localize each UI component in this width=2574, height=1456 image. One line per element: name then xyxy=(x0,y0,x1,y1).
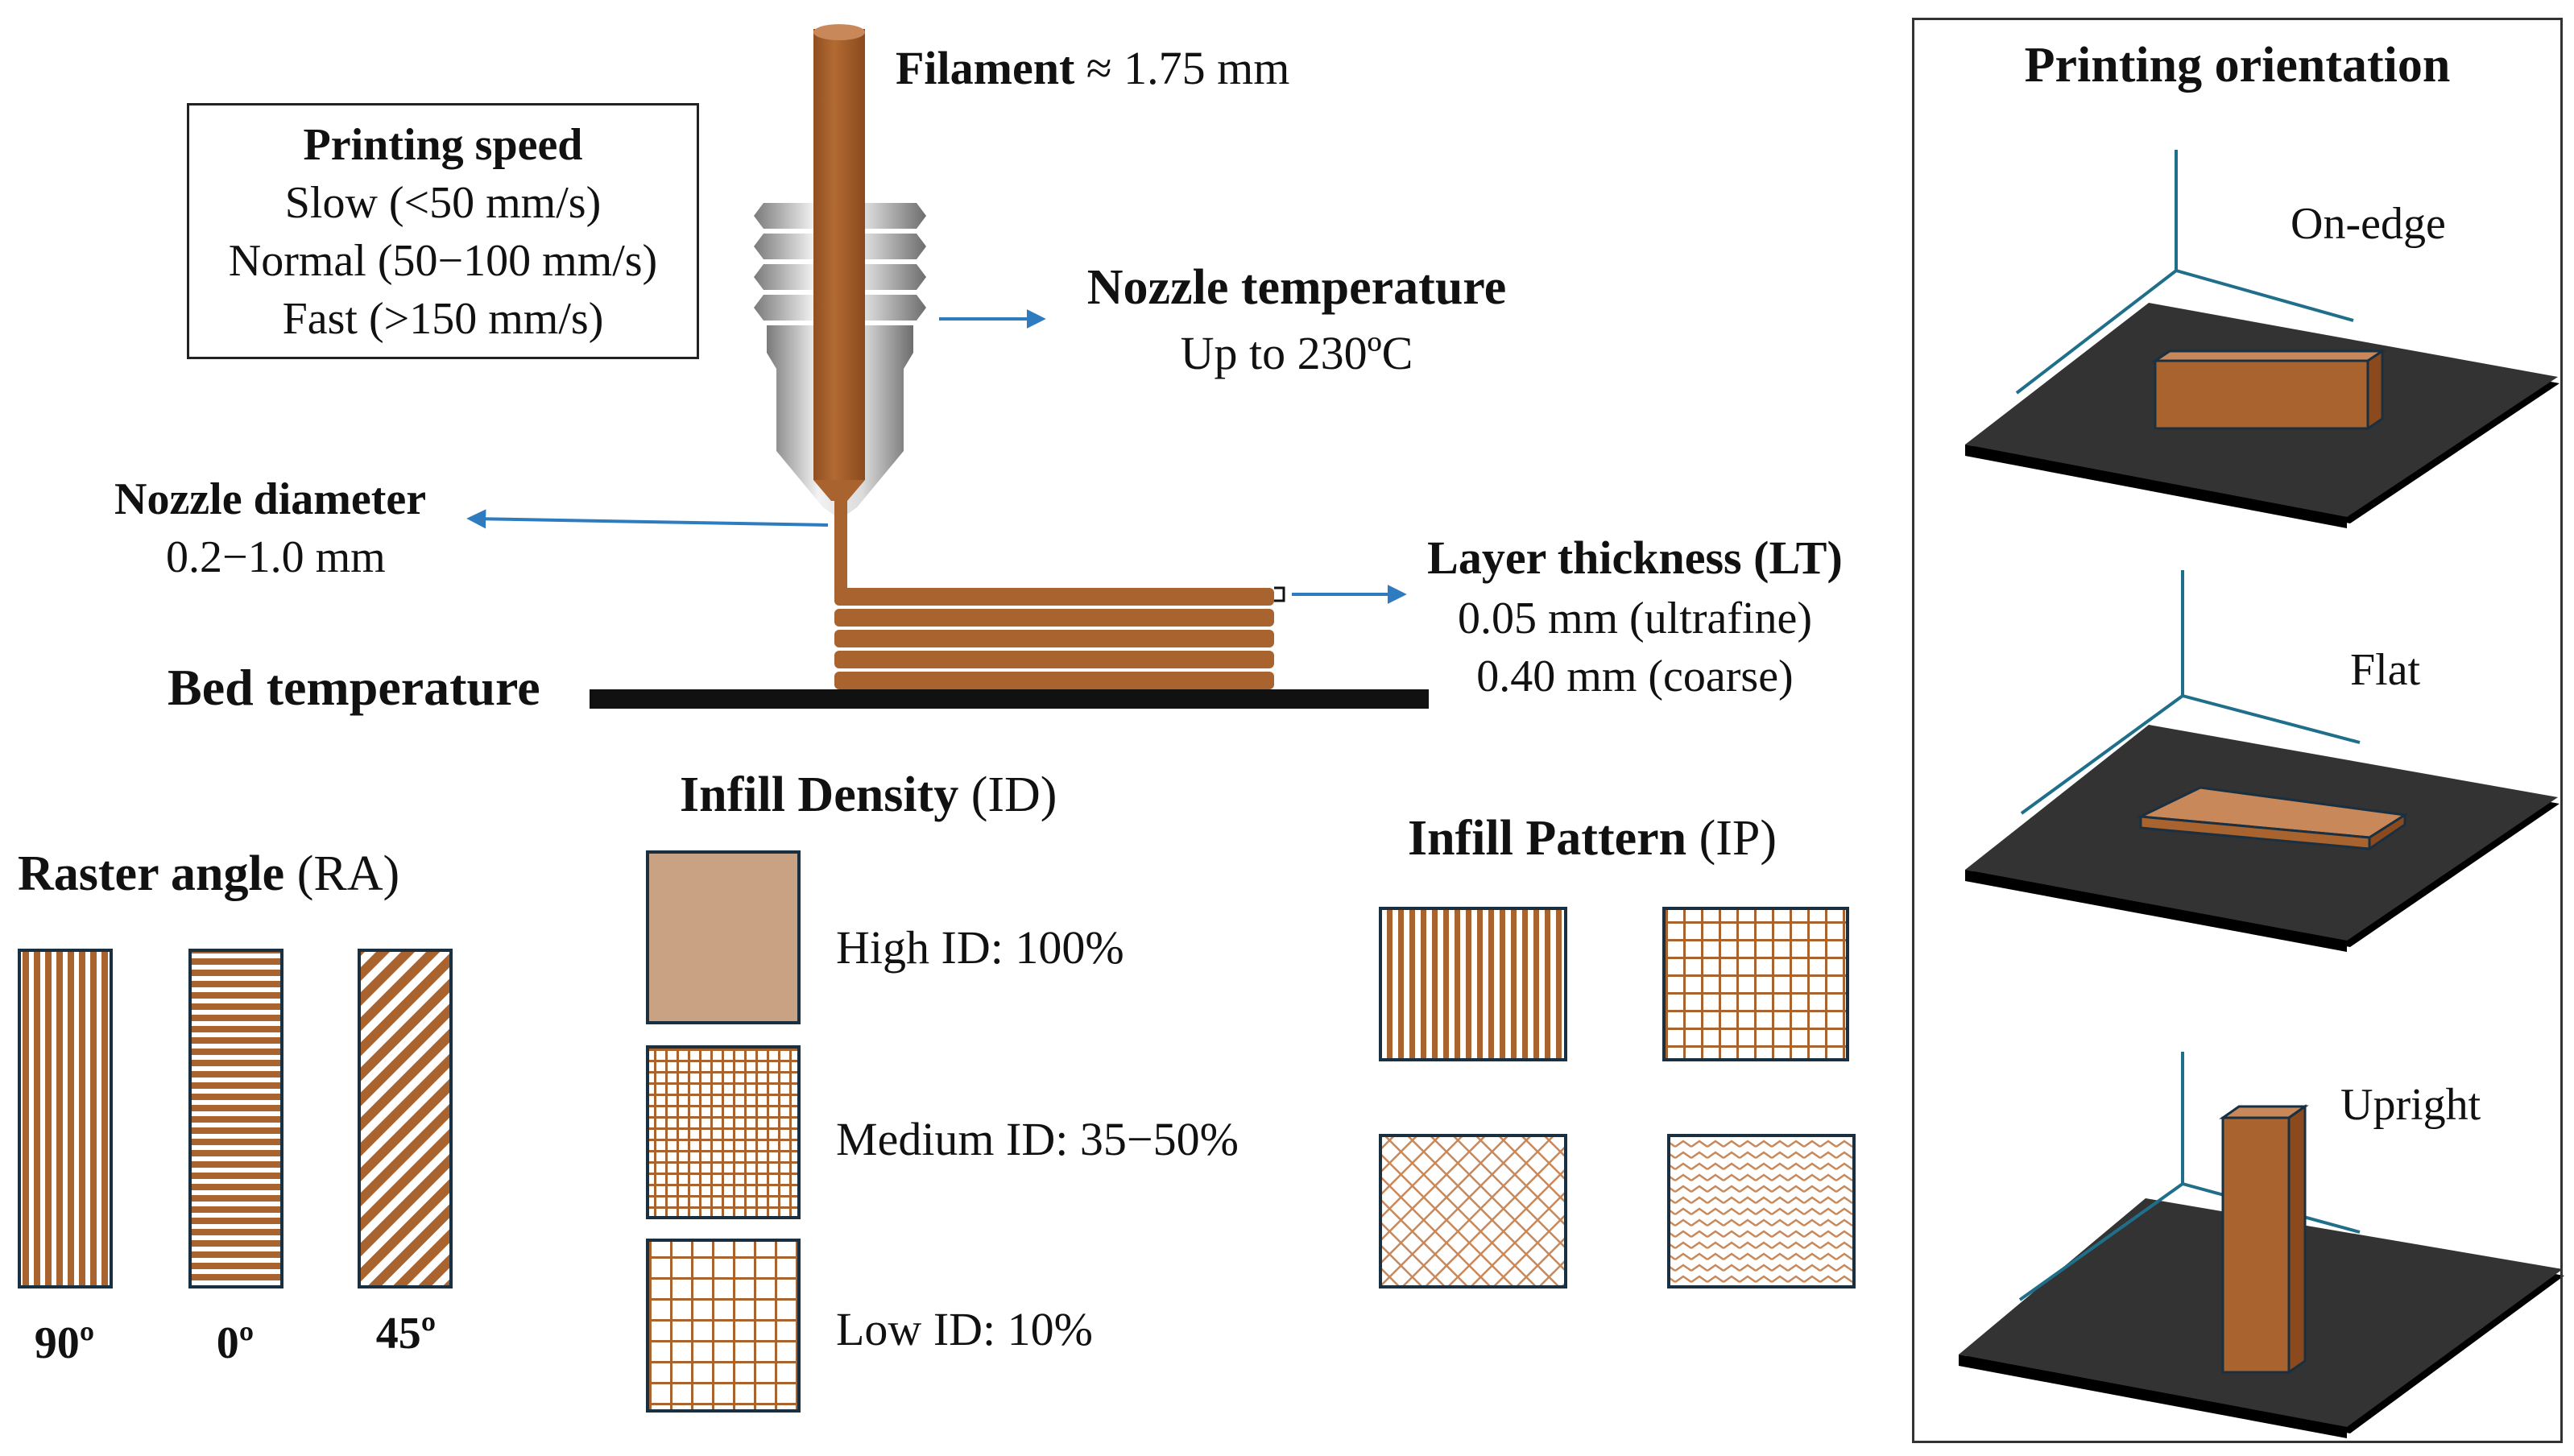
layer-thickness-title: Layer thickness (LT) xyxy=(1427,532,1843,584)
infill-medium-sample xyxy=(646,1045,801,1219)
filament-extrusion xyxy=(834,499,847,596)
infill-pattern-samples xyxy=(1379,907,1856,1288)
pattern-grid-sample xyxy=(1662,907,1849,1061)
printing-orientation-panel xyxy=(1912,18,2563,1443)
raster-angle-0-label: 0º xyxy=(216,1318,255,1368)
layer-thickness-bracket xyxy=(1274,586,1285,602)
infill-density-title: Infill Density (ID) xyxy=(680,770,1057,820)
printing-speed-box xyxy=(187,103,699,359)
nozzle-temperature-title: Nozzle temperature xyxy=(1086,260,1507,315)
infill-density-high-label: High ID: 100% xyxy=(836,921,1124,974)
raster-angle-title-text: Raster angle xyxy=(18,846,285,901)
filament-taper xyxy=(813,480,865,501)
printing-speed-fast: Fast (>150 mm/s) xyxy=(282,294,604,344)
pattern-crosshatch-sample xyxy=(1379,1134,1567,1288)
printing-speed-title: Printing speed xyxy=(303,120,583,170)
orientation-flat-label: Flat xyxy=(2350,645,2421,695)
infill-density-samples xyxy=(646,850,801,1413)
orientation-upright-label: Upright xyxy=(2340,1080,2481,1130)
orientation-flat xyxy=(1965,570,2560,952)
raster-angle-samples xyxy=(18,949,453,1288)
bed-temperature-label: Bed temperature xyxy=(168,659,540,716)
infill-pattern-abbr: (IP) xyxy=(1699,811,1777,866)
nozzle-diameter-title: Nozzle diameter xyxy=(114,474,427,524)
filament-top xyxy=(813,24,865,40)
printing-orientation-title: Printing orientation xyxy=(2024,38,2451,93)
filament-strand xyxy=(813,29,865,480)
infill-density-medium-label: Medium ID: 35−50% xyxy=(836,1113,1239,1165)
raster-45-sample xyxy=(358,949,453,1288)
nozzle-diameter-value: 0.2−1.0 mm xyxy=(166,532,386,582)
orientation-upright xyxy=(1959,1052,2564,1438)
raster-angle-90-label: 90º xyxy=(34,1318,95,1368)
raster-90-sample xyxy=(18,949,113,1288)
orientation-on-edge-label: On-edge xyxy=(2291,199,2446,249)
infill-density-title-text: Infill Density xyxy=(680,767,959,822)
filament-value: ≈ 1.75 mm xyxy=(1086,42,1290,94)
raster-angle-abbr: (RA) xyxy=(296,846,400,901)
infill-pattern-title-text: Infill Pattern xyxy=(1408,811,1687,866)
infill-density-low-label: Low ID: 10% xyxy=(836,1303,1093,1355)
pattern-zigzag-sample xyxy=(1667,1134,1856,1288)
raster-angle-title: Raster angle (RA) xyxy=(18,849,399,899)
infill-high-sample xyxy=(646,850,801,1024)
printing-speed-slow: Slow (<50 mm/s) xyxy=(284,178,602,228)
infill-pattern-title: Infill Pattern (IP) xyxy=(1408,813,1777,863)
filament-title: Filament xyxy=(896,42,1075,94)
infill-density-abbr: (ID) xyxy=(970,767,1057,822)
raster-0-sample xyxy=(188,949,283,1288)
layer-thickness-ultrafine: 0.05 mm (ultrafine) xyxy=(1457,594,1813,643)
print-bed xyxy=(590,689,1429,709)
raster-angle-45-label: 45º xyxy=(375,1309,437,1359)
nozzle-assembly xyxy=(754,24,926,596)
pattern-lines-sample xyxy=(1379,907,1567,1061)
layer-thickness-coarse: 0.40 mm (coarse) xyxy=(1476,651,1794,701)
printed-layers xyxy=(834,588,1274,689)
orientation-on-edge xyxy=(1965,150,2560,528)
filament-label: Filament ≈ 1.75 mm xyxy=(896,45,1289,92)
nozzle-diameter-arrow xyxy=(466,509,829,529)
nozzle-temperature-value: Up to 230ºC xyxy=(1180,327,1413,379)
infill-low-sample xyxy=(646,1239,801,1413)
printing-speed-normal: Normal (50−100 mm/s) xyxy=(228,236,658,286)
